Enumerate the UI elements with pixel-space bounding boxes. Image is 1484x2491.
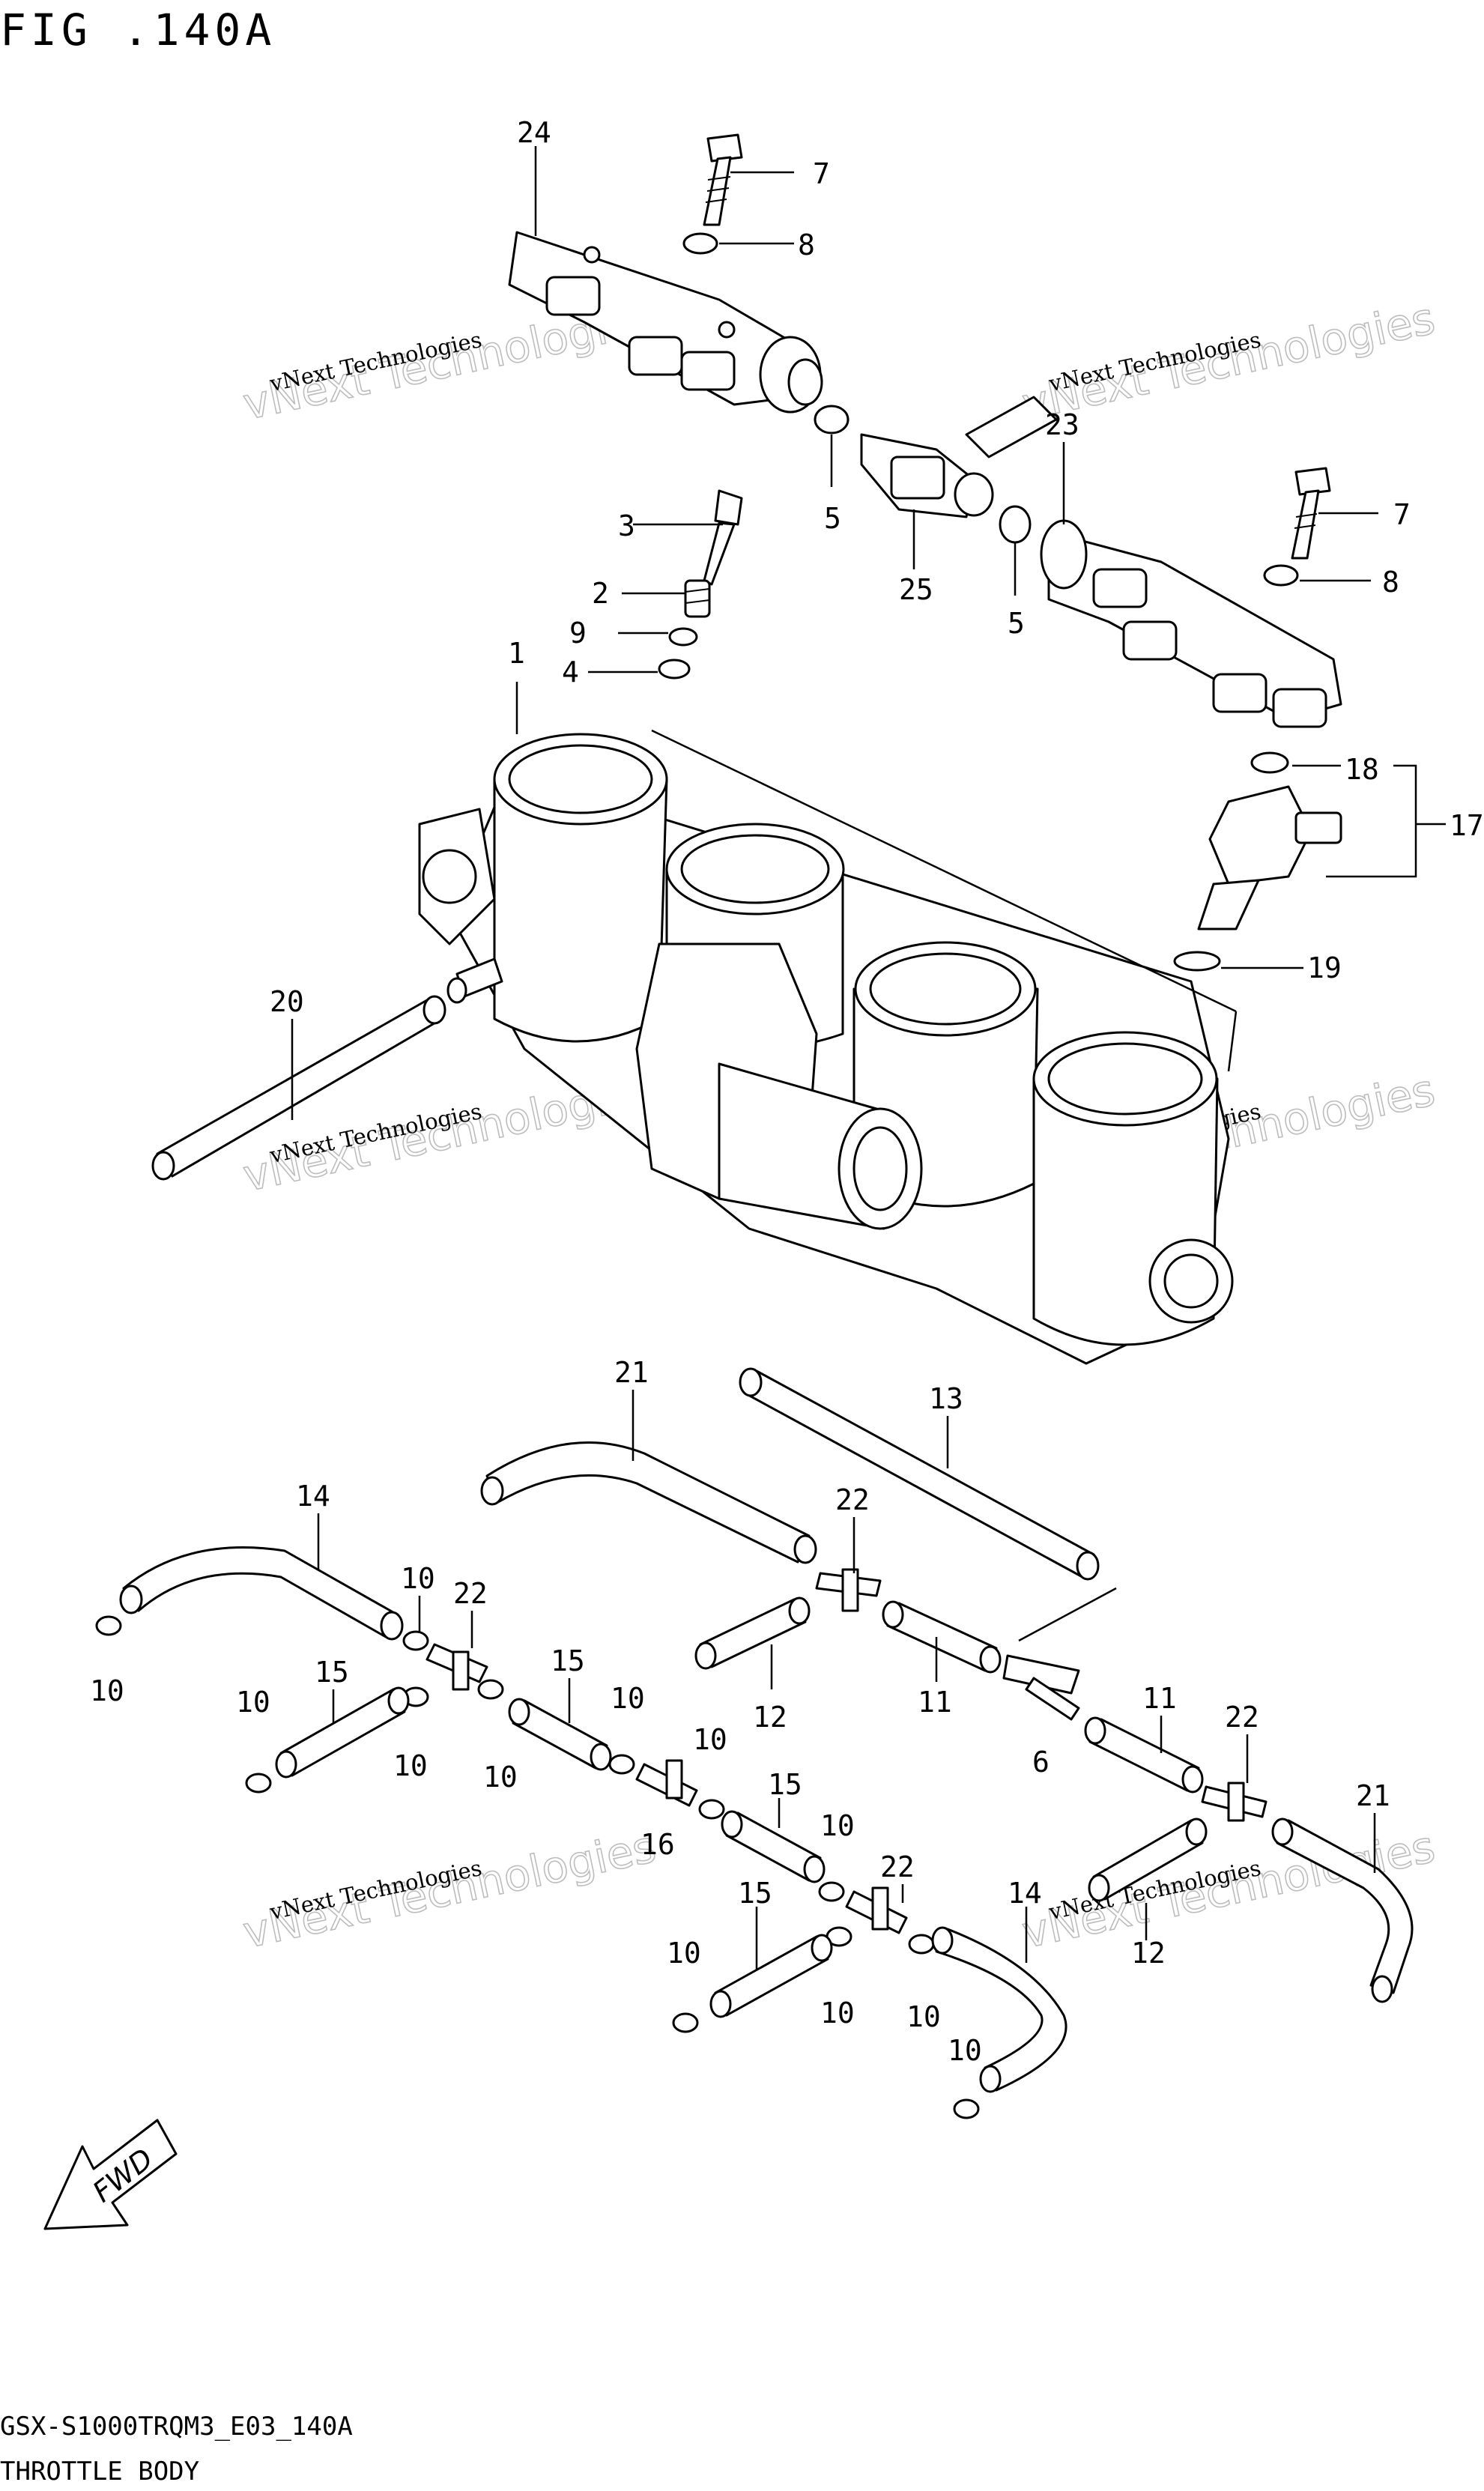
injector-bracket-line bbox=[1326, 764, 1417, 878]
callout-10-l: 10 bbox=[948, 2034, 982, 2067]
washer-small bbox=[668, 627, 698, 647]
callout-11-right: 11 bbox=[1142, 1682, 1177, 1715]
callout-22-right: 22 bbox=[1225, 1701, 1259, 1734]
callout-15-left: 15 bbox=[315, 1656, 349, 1689]
callout-10-f: 10 bbox=[611, 1682, 645, 1715]
leader-lines bbox=[291, 146, 1378, 1970]
callout-7-lower: 7 bbox=[1393, 498, 1411, 531]
hose-21-upper bbox=[485, 1441, 811, 1564]
callout-10-b: 10 bbox=[90, 1674, 124, 1707]
callout-21-right: 21 bbox=[1356, 1779, 1390, 1812]
callout-12-mid: 12 bbox=[753, 1701, 787, 1734]
hose-15-left bbox=[279, 1688, 406, 1777]
callout-10-i: 10 bbox=[667, 1937, 701, 1970]
callout-3: 3 bbox=[618, 509, 635, 542]
figure-title: FIG .140A bbox=[0, 4, 276, 55]
callout-6: 6 bbox=[1032, 1746, 1050, 1779]
washer-upper bbox=[682, 232, 718, 255]
joint-22-mid bbox=[845, 1886, 908, 1934]
callout-12-right: 12 bbox=[1131, 1937, 1166, 1970]
callout-5-left: 5 bbox=[824, 502, 841, 535]
callout-10-c: 10 bbox=[236, 1686, 270, 1719]
watermark-large-text: vNext Technologies bbox=[1018, 293, 1439, 430]
callout-18: 18 bbox=[1345, 753, 1379, 786]
injector-o-ring-upper bbox=[1250, 751, 1289, 774]
callout-22-upper: 22 bbox=[835, 1483, 870, 1516]
callout-24: 24 bbox=[517, 116, 551, 149]
callout-7-upper: 7 bbox=[813, 157, 830, 190]
bolt-lower bbox=[1291, 467, 1331, 560]
callout-21-upper: 21 bbox=[614, 1356, 649, 1389]
callout-8-lower: 8 bbox=[1382, 566, 1399, 599]
callout-23: 23 bbox=[1045, 408, 1079, 441]
callout-13: 13 bbox=[929, 1382, 963, 1415]
figure-code: GSX-S1000TRQM3_E03_140A bbox=[0, 2412, 353, 2442]
o-ring-small bbox=[658, 659, 691, 679]
callout-5-right: 5 bbox=[1008, 607, 1025, 640]
figure-caption: THROTTLE BODY bbox=[0, 2457, 199, 2487]
callout-15-mid: 15 bbox=[551, 1644, 585, 1677]
callout-4: 4 bbox=[562, 656, 579, 688]
callout-8-upper: 8 bbox=[798, 228, 815, 261]
callout-14-lower: 14 bbox=[1008, 1877, 1042, 1910]
callout-19: 19 bbox=[1307, 951, 1342, 984]
watermark: vNext Technologies vNext Technologies bbox=[238, 1820, 661, 1959]
callout-1: 1 bbox=[508, 637, 525, 670]
joint-22-right bbox=[1201, 1782, 1268, 1822]
joint-22-left bbox=[425, 1643, 488, 1691]
joint-22-upper bbox=[815, 1568, 882, 1612]
callout-25: 25 bbox=[899, 573, 933, 606]
fuel-rail-lower bbox=[1040, 519, 1342, 728]
callout-16: 16 bbox=[640, 1828, 675, 1861]
callout-10-h: 10 bbox=[820, 1809, 855, 1842]
joint-16 bbox=[635, 1759, 698, 1807]
throttle-body-bracket-line bbox=[651, 729, 1237, 1013]
watermark: vNext Technologies vNext Technologies bbox=[1017, 292, 1440, 431]
callout-22-left: 22 bbox=[453, 1577, 488, 1610]
callout-10-k: 10 bbox=[906, 2000, 941, 2033]
throttle-body-bracket-line-end bbox=[1227, 1011, 1238, 1072]
hose-20 bbox=[151, 995, 446, 1181]
joint-6-leader-line bbox=[1018, 1587, 1117, 1642]
fuel-joint bbox=[814, 396, 1058, 518]
fwd-arrow: FWD bbox=[43, 2119, 178, 2230]
callout-10-a: 10 bbox=[401, 1562, 435, 1595]
callout-10-j: 10 bbox=[820, 1997, 855, 2030]
callout-14-left: 14 bbox=[296, 1480, 330, 1513]
callout-17: 17 bbox=[1450, 809, 1484, 842]
fuel-injector bbox=[1197, 785, 1342, 930]
spring bbox=[684, 579, 711, 618]
injector-o-ring-lower bbox=[1173, 951, 1221, 972]
hose-15-lower bbox=[714, 1935, 829, 2017]
callout-22-mid: 22 bbox=[880, 1850, 915, 1883]
bolt-upper bbox=[703, 133, 743, 226]
washer-lower bbox=[1263, 564, 1299, 587]
callout-15-lower: 15 bbox=[738, 1877, 772, 1910]
callout-11-mid: 11 bbox=[918, 1686, 952, 1719]
callout-10-d: 10 bbox=[393, 1749, 428, 1782]
throttle-body bbox=[418, 733, 1234, 1365]
callout-labels: 24 7 8 5 25 5 23 7 8 18 17 19 3 2 9 4 1 … bbox=[90, 116, 1484, 2067]
watermark-large-text: vNext Technologies bbox=[239, 1821, 660, 1958]
joint-6 bbox=[1002, 1654, 1080, 1721]
o-ring-right bbox=[999, 505, 1032, 544]
callout-2: 2 bbox=[592, 577, 609, 610]
fuel-rail-upper bbox=[508, 231, 823, 414]
callout-9: 9 bbox=[569, 617, 587, 650]
hose-end bbox=[480, 1476, 504, 1506]
adjust-screw bbox=[703, 489, 743, 586]
hose-14-left bbox=[122, 1546, 399, 1638]
hose-end bbox=[793, 1534, 817, 1564]
callout-10-g: 10 bbox=[693, 1723, 727, 1756]
clamp-group bbox=[95, 1615, 980, 2119]
callout-20: 20 bbox=[270, 985, 304, 1018]
callout-15-right: 15 bbox=[768, 1768, 802, 1801]
callout-10-e: 10 bbox=[483, 1761, 518, 1794]
